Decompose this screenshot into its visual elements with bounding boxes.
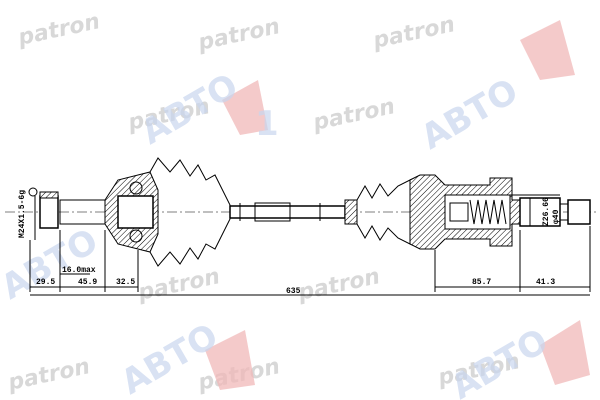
dim-label: 29.5 (36, 278, 55, 287)
patron-watermark: patron (310, 94, 397, 136)
dim-label: 45.9 (78, 278, 97, 287)
avto1-logo-mark (520, 20, 575, 80)
nut-washer (39, 191, 59, 199)
spring-icon (469, 199, 507, 225)
stub-end (567, 199, 591, 225)
dim-label: 41.3 (536, 278, 555, 287)
hub-nut (39, 195, 59, 229)
avto1-logo-mark (222, 80, 268, 135)
patron-watermark: patron (370, 12, 457, 54)
left-outer-joint (28, 171, 159, 253)
patron-watermark: patron (5, 354, 92, 396)
cotter-pin-icon (28, 187, 38, 197)
total-length-label: 635 (286, 287, 301, 296)
avto-watermark: ABTO (135, 66, 245, 153)
inner-stub-shaft (519, 197, 591, 227)
outer-cv-inner-race (117, 195, 154, 229)
avto-number-watermark: 1 (255, 104, 279, 144)
patron-watermark: patron (15, 9, 102, 51)
spline-section (519, 197, 561, 227)
patron-watermark: patron (195, 14, 282, 56)
dim-label: 32.5 (116, 278, 135, 287)
diameter-label: φ40 (552, 209, 561, 224)
patron-watermark: patron (295, 264, 382, 306)
avto1-logo-mark (205, 330, 255, 390)
dim-label: 85.7 (472, 278, 491, 287)
avto1-logo-mark (540, 320, 590, 385)
axle-shaft (229, 202, 346, 222)
stroke-label: 16.0max (62, 266, 96, 275)
inner-tripod-joint (409, 174, 521, 250)
inner-cv-boot (344, 175, 421, 249)
patron-watermark: patron (135, 264, 222, 306)
dimension-lines (29, 194, 591, 296)
boot-clamp (344, 199, 358, 225)
avto-watermark: ABTO (415, 71, 525, 158)
shaft-bar (229, 205, 346, 219)
thread-label: M24X1.5-6g (18, 190, 27, 238)
spline-label: Z26.66 (542, 197, 551, 226)
